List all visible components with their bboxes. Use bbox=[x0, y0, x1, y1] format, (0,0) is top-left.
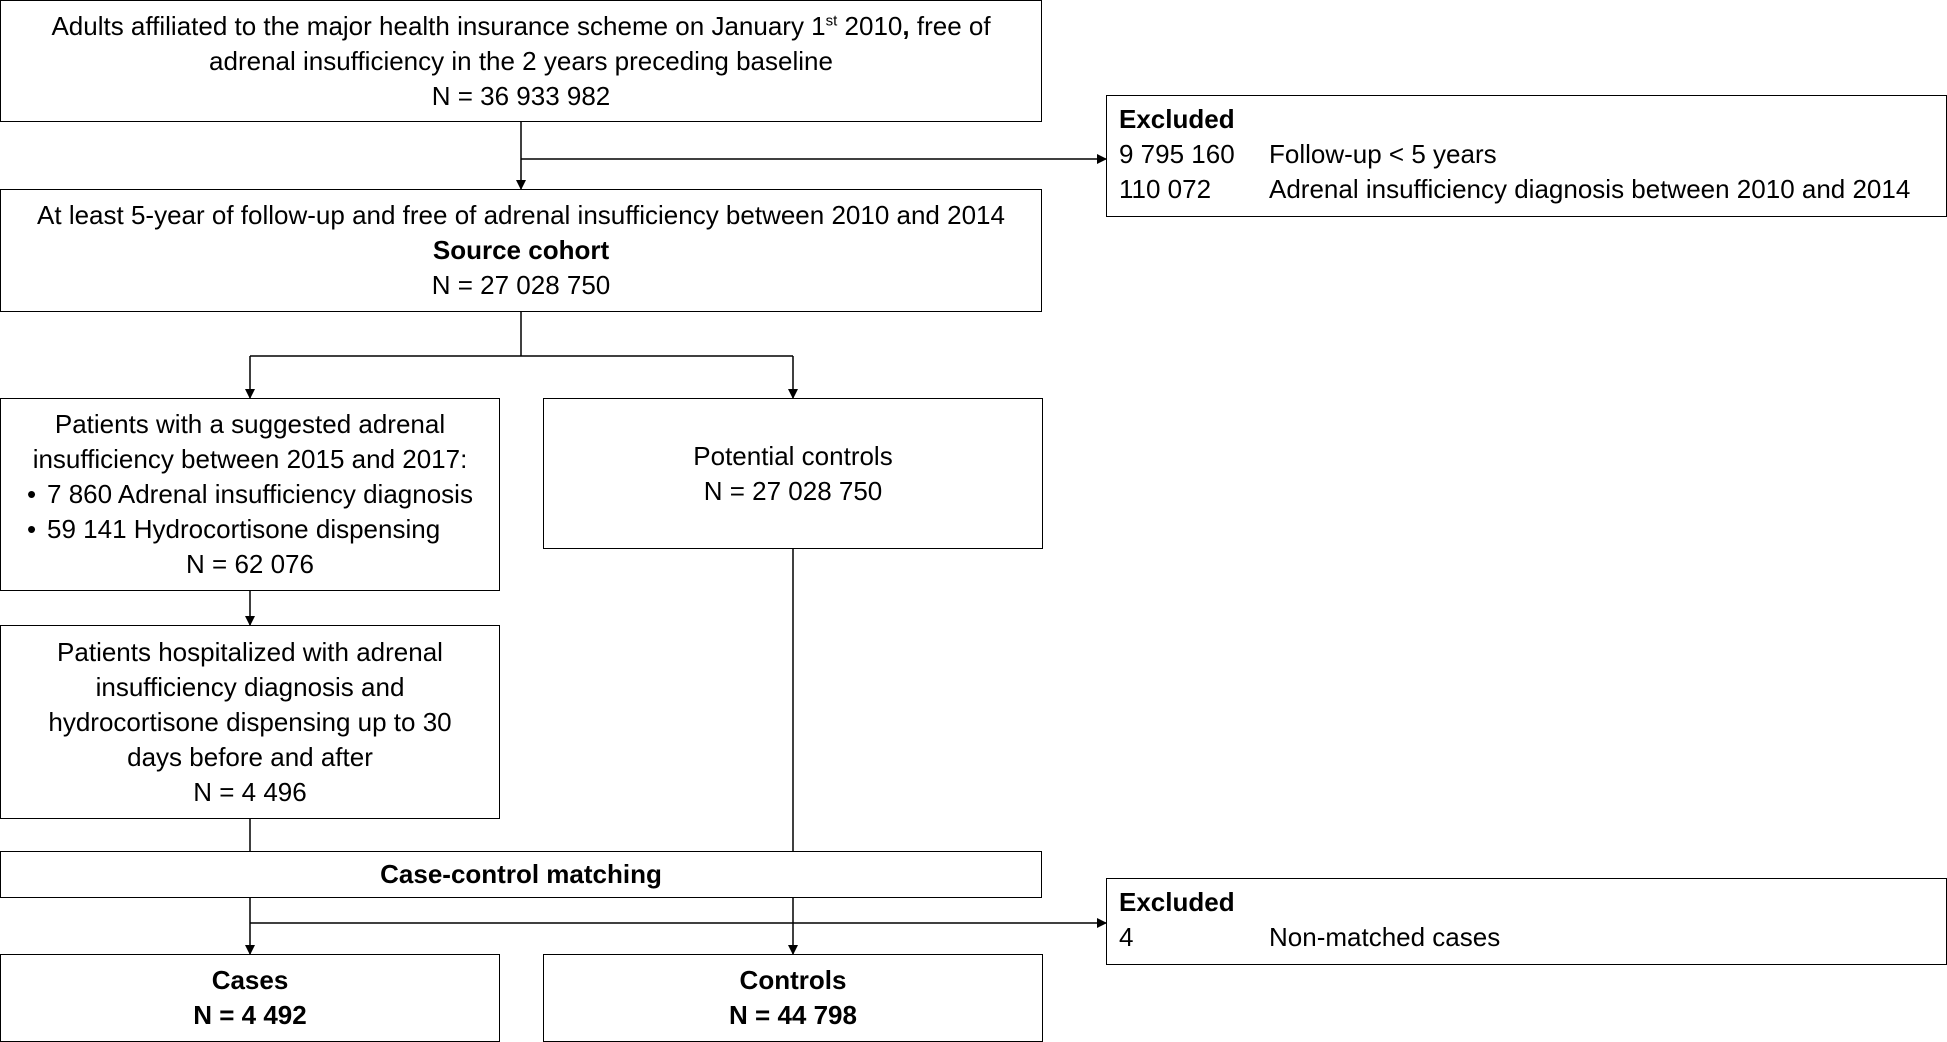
source-count: N = 27 028 750 bbox=[431, 270, 611, 300]
controls-title: Controls bbox=[739, 965, 847, 995]
box-suggested-adrenal-insufficiency: Patients with a suggested adrenal insuff… bbox=[0, 398, 500, 591]
hospitalized-line-2: insufficiency diagnosis and bbox=[95, 671, 405, 702]
adults-count: N = 36 933 982 bbox=[431, 80, 611, 111]
suggested-count: N = 62 076 bbox=[186, 549, 314, 579]
potential-controls-title: Potential controls bbox=[693, 440, 893, 471]
box-hospitalized-patients: Patients hospitalized with adrenal insuf… bbox=[0, 625, 500, 819]
hospitalized-line-3: hydrocortisone dispensing up to 30 bbox=[48, 706, 452, 737]
bullet-item: 59 141 Hydrocortisone dispensing bbox=[27, 512, 473, 547]
box-case-control-matching: Case-control matching bbox=[0, 851, 1042, 898]
box-potential-controls: Potential controls N = 27 028 750 bbox=[543, 398, 1043, 549]
exclusion-reason: Follow-up < 5 years bbox=[1269, 139, 1497, 169]
hospitalized-count: N = 4 496 bbox=[193, 776, 307, 807]
cases-count: N = 4 492 bbox=[193, 1000, 307, 1030]
suggested-line-2: insufficiency between 2015 and 2017: bbox=[32, 444, 468, 474]
cases-title: Cases bbox=[211, 965, 289, 995]
source-title: Source cohort bbox=[432, 235, 610, 265]
hospitalized-line-4: days before and after bbox=[127, 741, 373, 772]
exclusion-count: 4 bbox=[1119, 922, 1134, 952]
box-exclusion-followup: Excluded 9 795 160 Follow-up < 5 years 1… bbox=[1106, 95, 1947, 217]
matching-title: Case-control matching bbox=[380, 859, 662, 889]
exclusion-2-title: Excluded bbox=[1119, 887, 1235, 917]
controls-count: N = 44 798 bbox=[729, 1000, 857, 1030]
box-cases: Cases N = 4 492 bbox=[0, 954, 500, 1042]
bullet-item: 7 860 Adrenal insufficiency diagnosis bbox=[27, 477, 473, 512]
exclusion-count: 9 795 160 bbox=[1119, 139, 1235, 169]
suggested-bullet-list: 7 860 Adrenal insufficiency diagnosis 59… bbox=[27, 477, 473, 547]
exclusion-reason: Non-matched cases bbox=[1269, 922, 1501, 952]
adults-line-2: adrenal insufficiency in the 2 years pre… bbox=[209, 45, 833, 76]
exclusion-row: 9 795 160 Follow-up < 5 years bbox=[1119, 137, 1946, 172]
box-adults-baseline: Adults affiliated to the major health in… bbox=[0, 0, 1042, 122]
exclusion-reason: Adrenal insufficiency diagnosis between … bbox=[1269, 174, 1911, 204]
exclusion-row: 4 Non-matched cases bbox=[1119, 920, 1946, 955]
source-description: At least 5-year of follow-up and free of… bbox=[37, 200, 1005, 230]
box-exclusion-non-matched: Excluded 4 Non-matched cases bbox=[1106, 878, 1947, 965]
exclusion-row: 110 072 Adrenal insufficiency diagnosis … bbox=[1119, 172, 1946, 207]
exclusion-count: 110 072 bbox=[1119, 174, 1212, 204]
box-controls: Controls N = 44 798 bbox=[543, 954, 1043, 1042]
suggested-line-1: Patients with a suggested adrenal bbox=[54, 409, 446, 439]
adults-line-1: Adults affiliated to the major health in… bbox=[51, 10, 991, 41]
potential-controls-count: N = 27 028 750 bbox=[703, 475, 883, 506]
hospitalized-line-1: Patients hospitalized with adrenal bbox=[57, 636, 443, 667]
box-source-cohort: At least 5-year of follow-up and free of… bbox=[0, 189, 1042, 312]
exclusion-1-title: Excluded bbox=[1119, 104, 1235, 134]
